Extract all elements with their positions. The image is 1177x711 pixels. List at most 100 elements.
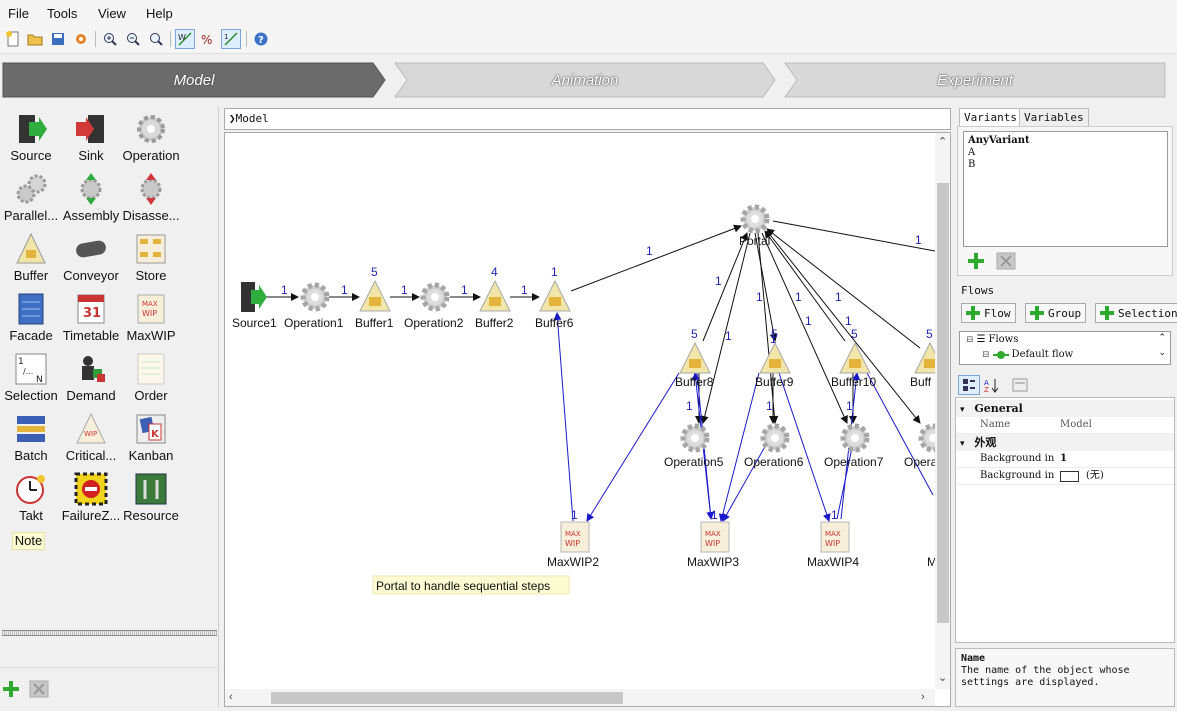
menu-view[interactable]: View <box>98 6 126 21</box>
palette-order[interactable]: Order <box>120 352 182 410</box>
add-selection-button[interactable]: Selection <box>1095 303 1177 323</box>
palette-parallel[interactable]: Parallel... <box>0 172 62 230</box>
vertical-scrollbar[interactable]: ⌃ ⌄ <box>935 133 950 689</box>
prop-row-background-1[interactable]: Background in 1 <box>956 451 1174 468</box>
palette-takt[interactable]: Takt <box>0 472 62 530</box>
palette-batch[interactable]: Batch <box>0 412 62 470</box>
node-operation2[interactable]: Operation2 <box>404 285 464 330</box>
tree-scroll-down-icon[interactable]: ⌄ <box>1158 348 1166 358</box>
node-operation7[interactable]: Operation7 <box>824 426 884 469</box>
property-grid[interactable]: ▾ General Name Model ▾ 外观 Background in … <box>955 397 1175 643</box>
scroll-right-icon[interactable]: › <box>921 691 925 703</box>
palette-splitter[interactable] <box>2 630 217 636</box>
palette-demand[interactable]: Demand <box>60 352 122 410</box>
tree-expand-icon[interactable]: ⊟ <box>966 334 974 345</box>
breadcrumb-model[interactable]: Model <box>235 112 269 125</box>
tree-item-flows[interactable]: ⊟ ☰ Flows <box>966 334 1019 345</box>
horizontal-scroll-thumb[interactable] <box>271 692 623 704</box>
node-operation8[interactable]: Opera <box>904 426 935 469</box>
palette-sink[interactable]: Sink <box>60 112 122 170</box>
delete-icon[interactable] <box>28 679 50 699</box>
property-pages-icon[interactable] <box>1009 375 1031 395</box>
palette-store[interactable]: Store <box>120 232 182 290</box>
palette-source[interactable]: Source <box>0 112 62 170</box>
add-group-button[interactable]: Group <box>1025 303 1087 323</box>
canvas-note[interactable]: Portal to handle sequential steps <box>372 575 570 595</box>
palette-note[interactable]: Note <box>12 532 45 550</box>
new-file-icon[interactable] <box>3 29 23 49</box>
menu-help[interactable]: Help <box>146 6 173 21</box>
tree-scroll-up-icon[interactable]: ⌃ <box>1158 333 1166 343</box>
scroll-up-icon[interactable]: ⌃ <box>938 136 948 148</box>
node-operation5[interactable]: Operation5 <box>664 426 724 469</box>
vertical-scroll-thumb[interactable] <box>937 183 949 623</box>
prop-section-general[interactable]: ▾ General <box>956 400 1174 417</box>
settings-gear-icon[interactable] <box>71 29 91 49</box>
palette-assembly[interactable]: Assembly <box>60 172 122 230</box>
palette-selection[interactable]: 1/...N Selection <box>0 352 62 410</box>
node-source1[interactable]: Source1 <box>232 282 277 330</box>
menu-tools[interactable]: Tools <box>47 6 78 21</box>
save-icon[interactable] <box>48 29 68 49</box>
collapse-chevron-icon[interactable]: ▾ <box>960 439 965 449</box>
tree-item-default-flow[interactable]: ⊟ Default flow <box>982 349 1074 360</box>
add-flow-button[interactable]: Flow <box>961 303 1016 323</box>
open-folder-icon[interactable] <box>25 29 45 49</box>
tree-expand-icon[interactable]: ⊟ <box>982 349 990 360</box>
add-variant-icon[interactable] <box>965 251 987 271</box>
horizontal-scrollbar[interactable]: ‹ › <box>225 689 935 706</box>
palette-disassembly[interactable]: Disasse... <box>120 172 182 230</box>
variants-list[interactable]: AnyVariant A B <box>963 131 1168 247</box>
flows-tree[interactable]: ⊟ ☰ Flows ⊟ Default flow ⌃ ⌄ <box>959 331 1171 365</box>
menu-file[interactable]: File <box>8 6 29 21</box>
palette-kanban[interactable]: K Kanban <box>120 412 182 470</box>
palette-critical[interactable]: WIP Critical... <box>60 412 122 470</box>
palette-failurezone[interactable]: FailureZ... <box>60 472 122 530</box>
help-icon[interactable]: ? <box>251 29 271 49</box>
zoom-fit-icon[interactable] <box>146 29 166 49</box>
node-maxwip5[interactable]: M <box>927 555 935 569</box>
delete-variant-icon[interactable] <box>995 251 1017 271</box>
node-portal[interactable]: Portal <box>739 207 770 248</box>
tab-animation[interactable]: Animation <box>551 71 619 89</box>
show-lines-icon[interactable]: 1 <box>221 29 241 49</box>
categorized-view-icon[interactable] <box>958 375 980 395</box>
breadcrumb[interactable]: ❯Model <box>224 108 951 130</box>
tab-variables[interactable]: Variables <box>1019 108 1089 127</box>
palette-buffer[interactable]: Buffer <box>0 232 62 290</box>
tab-variants[interactable]: Variants <box>959 108 1022 127</box>
node-operation6[interactable]: Operation6 <box>744 426 804 469</box>
model-canvas[interactable]: 1 1 1 1 1 1 1 1 1 1 1 1 1 1 1 1 1 1 1 1 … <box>224 132 951 707</box>
prop-row-background-2[interactable]: Background in (无) <box>956 468 1174 485</box>
scroll-down-icon[interactable]: ⌄ <box>938 672 948 684</box>
node-operation1[interactable]: Operation1 <box>284 285 344 330</box>
palette-timetable[interactable]: 31 Timetable <box>60 292 122 350</box>
palette-operation[interactable]: Operation <box>120 112 182 170</box>
zoom-out-icon[interactable] <box>123 29 143 49</box>
variant-item[interactable]: AnyVariant <box>968 135 1030 146</box>
show-weights-icon[interactable]: W <box>175 29 195 49</box>
prop-row-name[interactable]: Name Model <box>956 417 1174 434</box>
prop-section-appearance[interactable]: ▾ 外观 <box>956 434 1174 451</box>
model-diagram[interactable]: 1 1 1 1 1 1 1 1 1 1 1 1 1 1 1 1 1 1 1 1 … <box>225 133 935 689</box>
variant-item[interactable]: A <box>968 147 976 158</box>
zoom-in-icon[interactable] <box>100 29 120 49</box>
scroll-left-icon[interactable]: ‹ <box>229 691 233 703</box>
tab-model[interactable]: Model <box>173 71 215 89</box>
tab-experiment[interactable]: Experiment <box>937 71 1013 89</box>
collapse-chevron-icon[interactable]: ▾ <box>960 405 965 415</box>
show-percent-icon[interactable]: % <box>198 29 218 49</box>
palette-facade[interactable]: Facade <box>0 292 62 350</box>
color-swatch[interactable] <box>1060 471 1079 482</box>
variant-item[interactable]: B <box>968 159 976 170</box>
